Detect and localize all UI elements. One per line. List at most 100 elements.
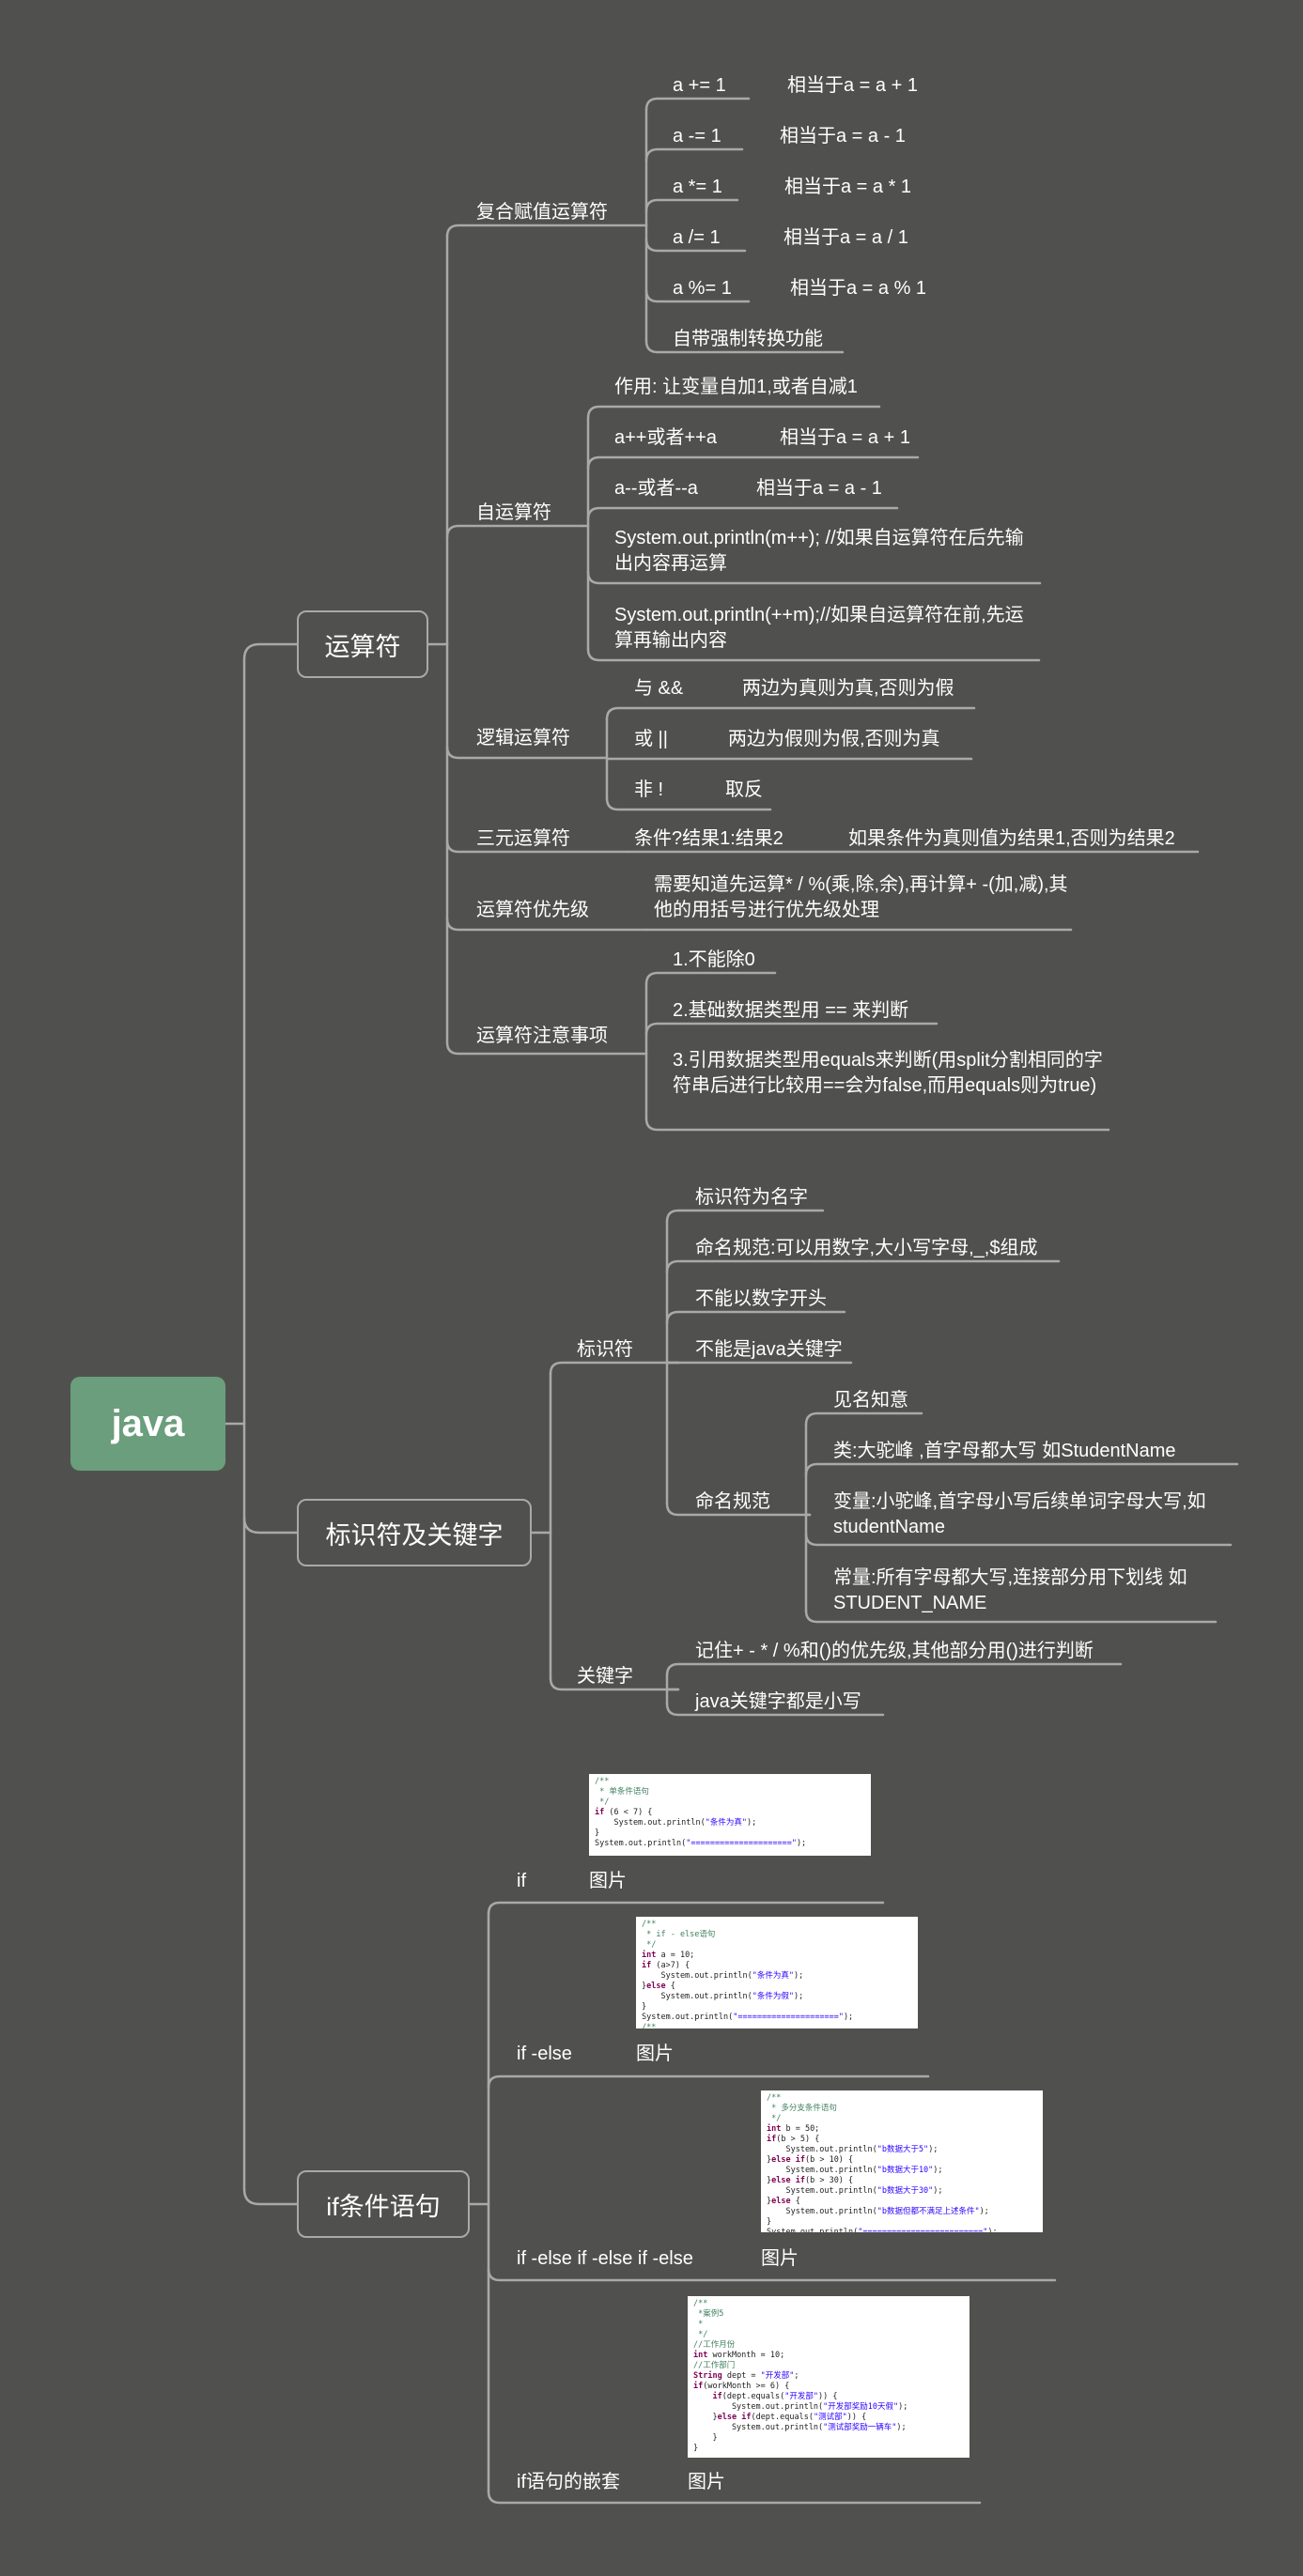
self-op-item-1[interactable]: 作用: 让变量自加1,或者自减1 <box>614 377 858 397</box>
logic-op-label[interactable]: 逻辑运算符 <box>476 728 570 748</box>
connector <box>804 1462 1239 1477</box>
compound-item-2-expr: a -= 1 <box>673 126 721 147</box>
ternary-syntax[interactable]: 条件?结果1:结果2 <box>634 828 783 849</box>
connector <box>445 917 648 932</box>
logic-item-not[interactable]: 非 ! 取反 <box>634 778 763 803</box>
connector <box>242 1516 299 1535</box>
connector <box>644 339 845 354</box>
connector <box>605 796 772 811</box>
code-screenshot-if-else-if: /** * 多分支条件语句 */ int b = 50; if(b > 5) {… <box>761 2090 1043 2232</box>
notes-item-3[interactable]: 3.引用数据类型用equals来判断(用split分割相同的字符串后进行比较用=… <box>673 1050 1103 1096</box>
compound-item-4[interactable]: a /= 1 相当于a = a / 1 <box>673 225 908 251</box>
code-screenshot-if: /** * 单条件语句 */ if (6 < 7) { System.out.p… <box>589 1774 871 1856</box>
naming-rule-3[interactable]: 变量:小驼峰,首字母小写后续单词字母大写,如studentName <box>833 1491 1206 1537</box>
logic-item-and[interactable]: 与 && 两边为真则为真,否则为假 <box>634 676 954 702</box>
connector <box>644 97 751 112</box>
root-node-java[interactable]: java <box>70 1377 225 1471</box>
connector <box>242 2187 299 2206</box>
logic-item-and-op: 与 && <box>634 678 684 699</box>
compound-item-4-expr: a /= 1 <box>673 227 721 248</box>
self-op-label[interactable]: 自运算符 <box>476 502 551 523</box>
connector <box>549 1676 680 1691</box>
ident-item-1[interactable]: 标识符为名字 <box>695 1187 808 1208</box>
keyword-item-2[interactable]: java关键字都是小写 <box>695 1691 861 1712</box>
connector <box>586 405 881 420</box>
branch-operators[interactable]: 运算符 <box>297 610 428 678</box>
logic-item-or[interactable]: 或 ||两边为假则为假,否则为真 <box>634 727 940 752</box>
compound-item-1-meaning: 相当于a = a + 1 <box>787 75 918 96</box>
connector <box>644 147 744 162</box>
connector <box>644 1022 938 1037</box>
connector <box>445 745 603 760</box>
connector <box>487 2267 1057 2282</box>
compound-item-5-expr: a %= 1 <box>673 278 732 299</box>
ident-item-3[interactable]: 不能以数字开头 <box>695 1288 827 1309</box>
ternary-label[interactable]: 三元运算符 <box>476 828 570 849</box>
self-op-item-2-meaning: 相当于a = a + 1 <box>780 427 910 448</box>
if-item-3-label: if -else if -else if -else <box>517 2248 693 2269</box>
notes-item-1[interactable]: 1.不能除0 <box>673 949 755 970</box>
priority-label[interactable]: 运算符优先级 <box>476 900 589 920</box>
ident-item-4[interactable]: 不能是java关键字 <box>695 1339 843 1360</box>
compound-item-2-meaning: 相当于a = a - 1 <box>780 126 906 147</box>
naming-rule-4[interactable]: 常量:所有字母都大写,连接部分用下划线 如STUDENT_NAME <box>833 1567 1187 1613</box>
compound-item-6[interactable]: 自带强制转换功能 <box>673 329 823 349</box>
connector <box>242 642 299 661</box>
if-item-2[interactable]: if -else 图片 <box>517 2042 674 2067</box>
if-item-4[interactable]: if语句的嵌套图片 <box>517 2470 725 2495</box>
connector <box>644 288 751 303</box>
connector <box>804 1532 1233 1547</box>
compound-assign-label[interactable]: 复合赋值运算符 <box>476 202 608 223</box>
connector <box>644 971 777 986</box>
logic-item-not-meaning: 取反 <box>725 779 763 800</box>
ident-item-2[interactable]: 命名规范:可以用数字,大小写字母,_,$组成 <box>695 1238 1038 1258</box>
branch-identifiers[interactable]: 标识符及关键字 <box>297 1499 532 1566</box>
naming-rules-label[interactable]: 命名规范 <box>695 1491 770 1512</box>
notes-item-2[interactable]: 2.基础数据类型用 == 来判断 <box>673 1000 909 1021</box>
connector <box>586 647 1041 662</box>
compound-item-2[interactable]: a -= 1 相当于a = a - 1 <box>673 124 906 149</box>
logic-item-and-meaning: 两边为真则为真,否则为假 <box>742 678 954 699</box>
self-op-item-3-expr: a--或者--a <box>614 478 698 499</box>
ident-label[interactable]: 标识符 <box>577 1339 633 1360</box>
if-item-1-image-label: 图片 <box>589 1871 627 1891</box>
compound-item-1[interactable]: a += 1 相当于a = a + 1 <box>673 73 918 99</box>
naming-rule-1[interactable]: 见名知意 <box>833 1390 908 1411</box>
connector <box>445 1041 648 1056</box>
compound-item-3-meaning: 相当于a = a * 1 <box>784 177 912 197</box>
priority-text[interactable]: 需要知道先运算* / %(乘,除,余),再计算+ -(加,减),其他的用括号进行… <box>654 874 1068 920</box>
connector <box>665 1259 1061 1274</box>
code-screenshot-if-else: /** * if - else语句 */ int a = 10; if (a>7… <box>636 1917 918 2028</box>
compound-item-3-expr: a *= 1 <box>673 177 722 197</box>
connector <box>549 1361 680 1376</box>
self-op-item-5[interactable]: System.out.println(++m);//如果自运算符在前,先运算再输… <box>614 605 1024 651</box>
branch-if-statements[interactable]: if条件语句 <box>297 2170 470 2238</box>
if-item-2-label: if -else <box>517 2044 572 2064</box>
ternary-meaning[interactable]: 如果条件为真则值为结果1,否则为结果2 <box>848 828 1175 849</box>
connector <box>445 224 648 239</box>
if-item-2-image-label: 图片 <box>636 2044 674 2064</box>
notes-label[interactable]: 运算符注意事项 <box>476 1026 608 1046</box>
if-item-4-label: if语句的嵌套 <box>517 2472 620 2492</box>
connector <box>665 1209 825 1224</box>
logic-item-not-op: 非 ! <box>634 779 664 800</box>
compound-item-1-expr: a += 1 <box>673 75 726 96</box>
compound-item-3[interactable]: a *= 1 相当于a = a * 1 <box>673 175 911 200</box>
keyword-label[interactable]: 关键字 <box>577 1666 633 1687</box>
compound-item-4-meaning: 相当于a = a / 1 <box>783 227 908 248</box>
keyword-item-1[interactable]: 记住+ - * / %和()的优先级,其他部分用()进行判断 <box>695 1641 1094 1661</box>
connector <box>586 506 899 521</box>
code-screenshot-nested-if: /** *案例5 * */ //工作月份 int workMonth = 10;… <box>688 2296 969 2458</box>
connector <box>665 1502 812 1517</box>
self-op-item-4[interactable]: System.out.println(m++); //如果自运算符在后先输出内容… <box>614 528 1024 574</box>
connector <box>665 1310 846 1325</box>
connector <box>487 2075 930 2090</box>
naming-rule-2[interactable]: 类:大驼峰 ,首字母都大写 如StudentName <box>833 1441 1176 1461</box>
